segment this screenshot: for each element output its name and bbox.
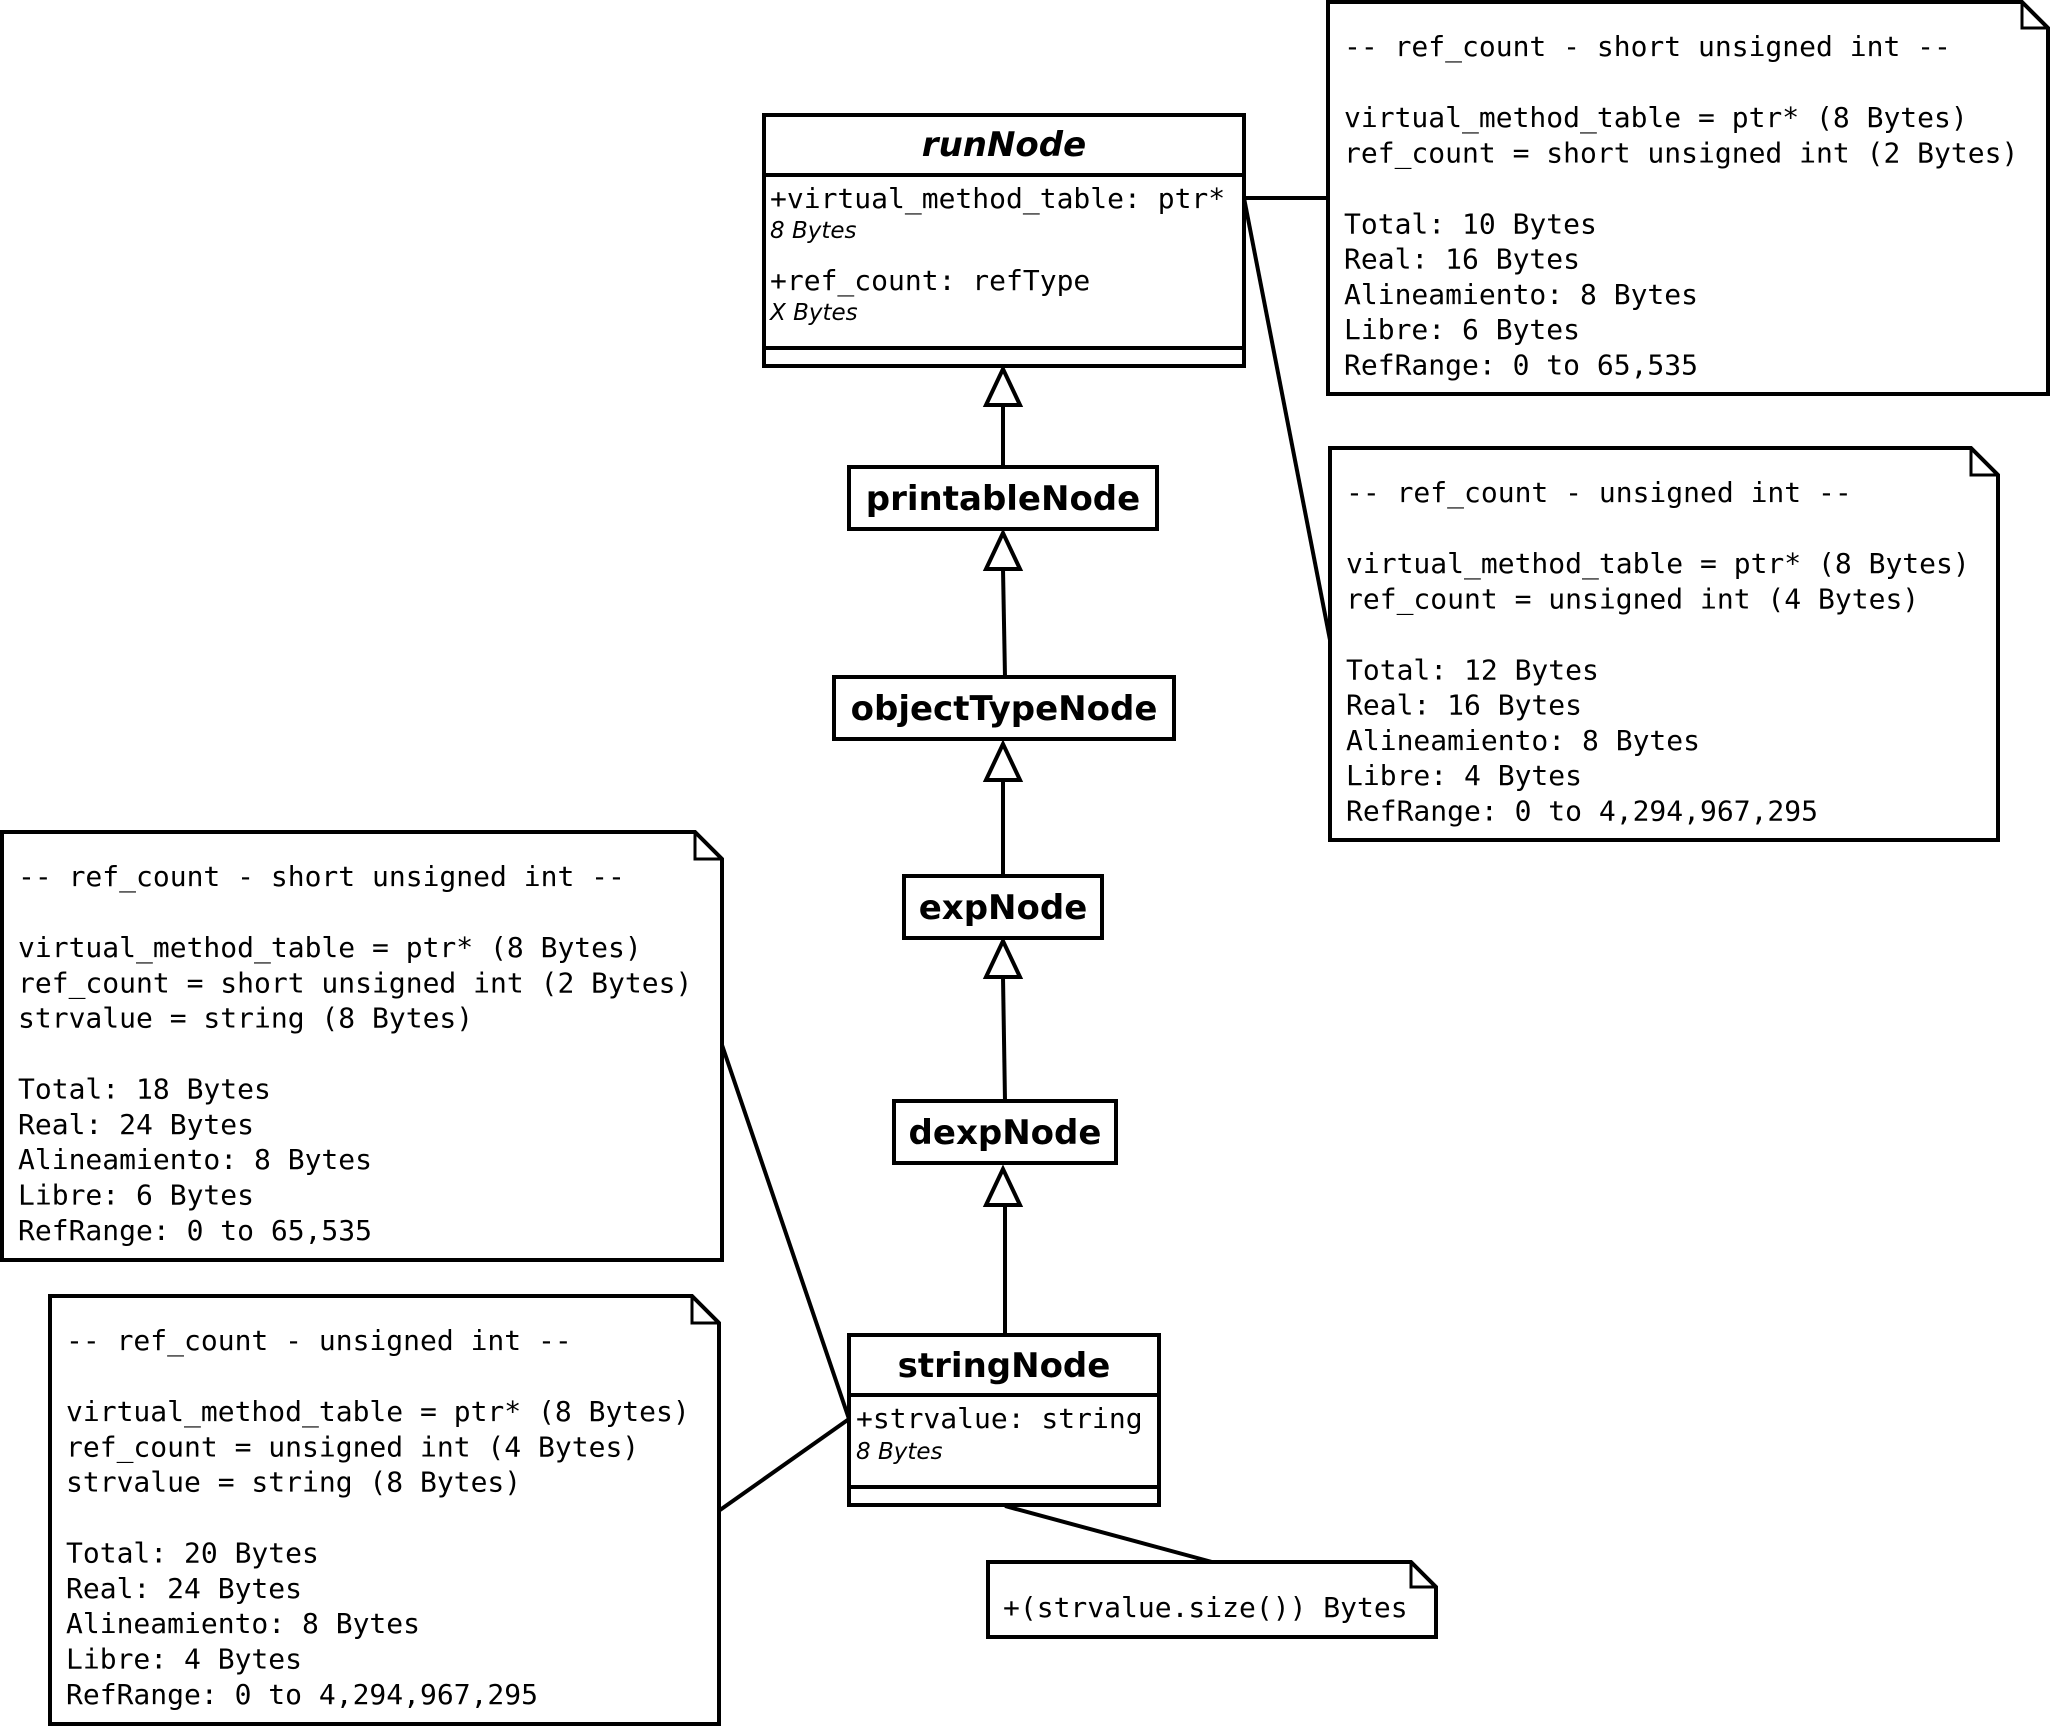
note-line: Real: 24 Bytes xyxy=(66,1572,302,1605)
note-line: RefRange: 0 to 4,294,967,295 xyxy=(66,1678,538,1711)
generalization-arrow-icon xyxy=(982,936,1024,979)
note-line: -- ref_count - short unsigned int -- xyxy=(18,860,625,894)
generalization-arrow-icon xyxy=(982,528,1024,571)
class-object-type-node: objectTypeNode xyxy=(832,675,1176,741)
note-line: Libre: 4 Bytes xyxy=(66,1643,302,1676)
inherit-line-object-to-printable xyxy=(1001,568,1007,678)
note-line: Total: 20 Bytes xyxy=(66,1537,319,1570)
attribute-size: 8 Bytes xyxy=(856,1439,943,1465)
note-text: -- ref_count - short unsigned int -- vir… xyxy=(1344,30,2050,382)
note-line: Total: 10 Bytes xyxy=(1344,207,1597,240)
note-line: Real: 16 Bytes xyxy=(1346,689,1582,722)
inheritance-arrowheads xyxy=(982,364,1024,1207)
note-string-node-short: -- ref_count - short unsigned int -- vir… xyxy=(0,830,810,1262)
class-string-node: stringNode +strvalue: string 8 Bytes xyxy=(847,1333,1161,1507)
note-text: -- ref_count - unsigned int -- virtual_m… xyxy=(66,1324,808,1711)
class-exp-node: expNode xyxy=(902,874,1104,940)
class-name: expNode xyxy=(919,888,1088,928)
note-line: Total: 12 Bytes xyxy=(1346,653,1599,686)
connector-string-node-to-note-extra xyxy=(1004,1504,1213,1564)
note-line: Total: 18 Bytes xyxy=(18,1073,271,1106)
note-line: RefRange: 0 to 4,294,967,295 xyxy=(1346,795,1818,828)
note-line: ref_count = short unsigned int (2 Bytes) xyxy=(18,966,692,1000)
class-name: runNode xyxy=(922,125,1086,165)
connector-run-node-to-note-uint xyxy=(1242,197,1332,641)
note-line: -- ref_count - unsigned int -- xyxy=(1346,476,1852,510)
note-line: strvalue = string (8 Bytes) xyxy=(66,1466,521,1499)
class-name: dexpNode xyxy=(909,1113,1102,1153)
note-text: -- ref_count - short unsigned int -- vir… xyxy=(18,860,810,1247)
note-text: -- ref_count - unsigned int -- virtual_m… xyxy=(1346,476,2050,828)
note-line: -- ref_count - unsigned int -- xyxy=(66,1324,572,1358)
note-line: Libre: 6 Bytes xyxy=(1344,313,1580,346)
connector-string-node-to-note-short xyxy=(720,1044,851,1420)
note-line: RefRange: 0 to 65,535 xyxy=(18,1214,372,1247)
connectors xyxy=(718,196,1332,1564)
class-dexp-node: dexpNode xyxy=(892,1099,1118,1165)
inherit-line-dexp-to-exp xyxy=(1001,976,1007,1102)
note-line: Libre: 6 Bytes xyxy=(18,1179,254,1212)
note-line: ref_count = short unsigned int (2 Bytes) xyxy=(1344,136,2018,170)
note-line: Alineamiento: 8 Bytes xyxy=(1344,278,1698,311)
connector-string-node-to-note-uint xyxy=(718,1417,851,1512)
note-line: RefRange: 0 to 65,535 xyxy=(1344,349,1698,382)
note-line: virtual_method_table = ptr* (8 Bytes) xyxy=(18,931,642,965)
note-line: virtual_method_table = ptr* (8 Bytes) xyxy=(1344,101,1968,135)
note-line: -- ref_count - short unsigned int -- xyxy=(1344,30,1951,64)
class-printable-node: printableNode xyxy=(847,465,1159,531)
generalization-arrow-icon xyxy=(982,739,1024,782)
note-line: strvalue = string (8 Bytes) xyxy=(18,1002,473,1035)
note-line: ref_count = unsigned int (4 Bytes) xyxy=(66,1430,639,1464)
class-name: printableNode xyxy=(866,479,1140,519)
class-name: stringNode xyxy=(898,1346,1111,1386)
note-line: Real: 24 Bytes xyxy=(18,1108,254,1141)
note-line: +(strvalue.size()) Bytes xyxy=(1003,1591,1408,1624)
note-line: Alineamiento: 8 Bytes xyxy=(1346,724,1700,757)
generalization-arrow-icon xyxy=(982,364,1024,407)
note-line: Real: 16 Bytes xyxy=(1344,243,1580,276)
note-line: ref_count = unsigned int (4 Bytes) xyxy=(1346,582,1919,616)
attribute-signature: +strvalue: string xyxy=(856,1402,1143,1435)
attribute-size: 8 Bytes xyxy=(770,218,857,244)
generalization-arrow-icon xyxy=(982,1164,1024,1207)
class-name: objectTypeNode xyxy=(851,689,1158,729)
note-line: virtual_method_table = ptr* (8 Bytes) xyxy=(1346,547,1970,581)
note-string-node-extra: +(strvalue.size()) Bytes xyxy=(986,1560,1438,1639)
attribute-size: X Bytes xyxy=(769,300,858,326)
attribute-signature: +virtual_method_table: ptr* xyxy=(770,182,1225,216)
class-run-node: runNode +virtual_method_table: ptr* 8 By… xyxy=(762,113,1246,368)
note-string-node-uint: -- ref_count - unsigned int -- virtual_m… xyxy=(48,1294,808,1726)
note-line: Alineamiento: 8 Bytes xyxy=(66,1607,420,1640)
note-run-node-short: -- ref_count - short unsigned int -- vir… xyxy=(1326,0,2050,396)
attribute-signature: +ref_count: refType xyxy=(770,264,1090,298)
note-line: Alineamiento: 8 Bytes xyxy=(18,1143,372,1176)
note-run-node-uint: -- ref_count - unsigned int -- virtual_m… xyxy=(1328,446,2050,842)
note-line: Libre: 4 Bytes xyxy=(1346,759,1582,792)
note-line: virtual_method_table = ptr* (8 Bytes) xyxy=(66,1395,690,1429)
